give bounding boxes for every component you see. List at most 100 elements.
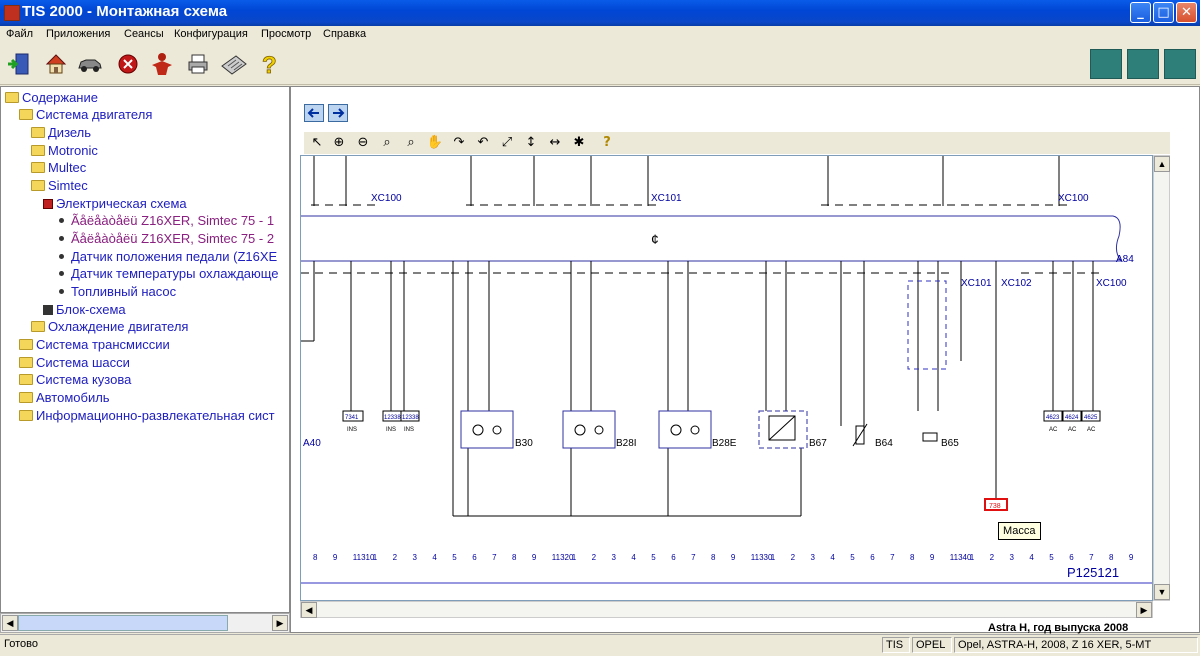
technician-icon[interactable] [148,50,176,78]
menu-configuration[interactable]: Конфигурация [174,28,248,40]
scroll-right-icon[interactable]: ▶ [1136,602,1152,618]
vehicle-diagnostics-icon[interactable] [1090,49,1122,79]
component-label: B28E [712,438,737,449]
vehicle-programming-icon[interactable] [1127,49,1159,79]
zoom-out-icon[interactable]: ⊖ [357,135,369,150]
grid-number: 7 [1089,553,1094,562]
fit-all-icon[interactable]: ⤢ [501,135,513,150]
grid-number: 6 [1069,553,1074,562]
menu-file[interactable]: Файл [6,28,34,40]
help-icon[interactable]: ? [256,50,284,78]
diagram-vertical-scrollbar[interactable]: ▲ ▼ [1153,155,1170,601]
grid-number: 8 [711,553,716,562]
tree-item[interactable]: Содержание [5,89,98,106]
exit-icon[interactable] [4,50,32,78]
grid-number: 1 [572,553,577,562]
tree-item[interactable]: Ãåëåàòåëü Z16XER, Simtec 75 - 2 [57,230,274,247]
folder-icon [31,321,45,332]
tree-item[interactable]: Система кузова [19,371,131,388]
grid-number: 2 [592,553,597,562]
maximize-button[interactable]: □ [1153,2,1174,23]
help-icon[interactable]: ? [603,135,611,150]
fit-height-icon[interactable]: ↕ [525,135,537,150]
tree-item[interactable]: Система двигателя [19,106,152,123]
scroll-right-icon[interactable]: ▶ [272,615,288,631]
scroll-left-icon[interactable]: ◀ [301,602,317,618]
ground-id: 12338 [384,415,401,421]
grid-number: 4 [1029,553,1034,562]
tree-item[interactable]: Дизель [31,124,91,141]
forward-icon[interactable] [328,104,348,122]
grid-number: 4 [830,553,835,562]
close-button[interactable]: ✕ [1176,2,1197,23]
grid-number: 2 [393,553,398,562]
tree-item[interactable]: Ãåëåàòåëü Z16XER, Simtec 75 - 1 [57,212,274,229]
tree-item[interactable]: Охлаждение двигателя [31,318,188,335]
zoom-window-icon[interactable]: ⌕ [407,135,415,150]
tooltip: Масса [998,522,1041,540]
component-label: B64 [875,438,893,449]
ground-label: AC [1049,427,1058,433]
menu-applications[interactable]: Приложения [46,28,111,40]
tree-item[interactable]: Motronic [31,142,98,159]
zoom-icon[interactable]: ⌕ [383,135,391,150]
grid-number: 11330 [751,553,773,562]
ground-label: INS [404,427,414,433]
stop-icon[interactable] [114,50,142,78]
rotate-right-icon[interactable]: ↷ [453,135,465,150]
grid-number: 3 [1010,553,1015,562]
tree-item[interactable]: Multec [31,159,86,176]
folder-icon [19,410,33,421]
grid-number: 5 [651,553,656,562]
tree-item[interactable]: Датчик положения педали (Z16XE [57,248,277,265]
ground-point-id: 738 [989,503,1001,510]
grid-number: 8 [512,553,517,562]
menu-sessions[interactable]: Сеансы [124,28,164,40]
scroll-up-icon[interactable]: ▲ [1154,156,1170,172]
home-icon[interactable] [42,50,70,78]
vehicle-icon[interactable] [76,50,104,78]
minimize-button[interactable]: _ [1130,2,1151,23]
tree-item[interactable]: Система шасси [19,354,130,371]
folder-icon [19,339,33,350]
app-icon [4,5,20,21]
tree-item[interactable]: Simtec [31,177,88,194]
svg-text:?: ? [262,52,277,77]
component-label: B65 [941,438,959,449]
connector-label: XC100 [1096,278,1127,289]
highlight-icon[interactable]: ✱ [573,135,585,150]
scroll-thumb[interactable] [18,615,228,631]
tree-item[interactable]: Топливный насос [57,283,176,300]
tree-item[interactable]: Информационно-развлекательная сист [19,407,275,424]
back-icon[interactable] [304,104,324,122]
ground-id: 4624 [1065,415,1079,421]
grid-number: 3 [612,553,617,562]
tree-item[interactable]: Электрическая схема [43,195,187,212]
diagram-horizontal-scrollbar[interactable]: ◀ ▶ [300,601,1153,618]
tree-item[interactable]: Система трансмиссии [19,336,170,353]
connector-label: XC101 [651,193,682,204]
fit-width-icon[interactable]: ↔ [549,135,561,150]
grid-number: 4 [432,553,437,562]
folder-icon [19,392,33,403]
pointer-icon[interactable]: ↖ [311,135,323,150]
tree-horizontal-scrollbar[interactable]: ◀ ▶ [0,613,290,633]
toolbar: ? [0,44,1200,85]
module-label: A40 [303,438,321,449]
tree-item[interactable]: Автомобиль [19,389,110,406]
print-icon[interactable] [184,50,212,78]
pan-hand-icon[interactable]: ✋ [426,135,444,150]
tree-item[interactable]: Блок-схема [43,301,126,318]
scroll-left-icon[interactable]: ◀ [2,615,18,631]
vehicle-info-icon[interactable] [1164,49,1196,79]
connector-label: XC102 [1001,278,1032,289]
grid-number: 7 [890,553,895,562]
menu-help[interactable]: Справка [323,28,367,40]
rotate-left-icon[interactable]: ↶ [477,135,489,150]
keyboard-icon[interactable] [220,50,248,78]
zoom-in-icon[interactable]: ⊕ [333,135,345,150]
scroll-down-icon[interactable]: ▼ [1154,584,1170,600]
menu-view[interactable]: Просмотр [261,28,312,40]
menu-bar: Файл Приложения Сеансы Конфигурация Прос… [0,26,1200,44]
tree-item[interactable]: Датчик температуры охлаждающе [57,265,279,282]
